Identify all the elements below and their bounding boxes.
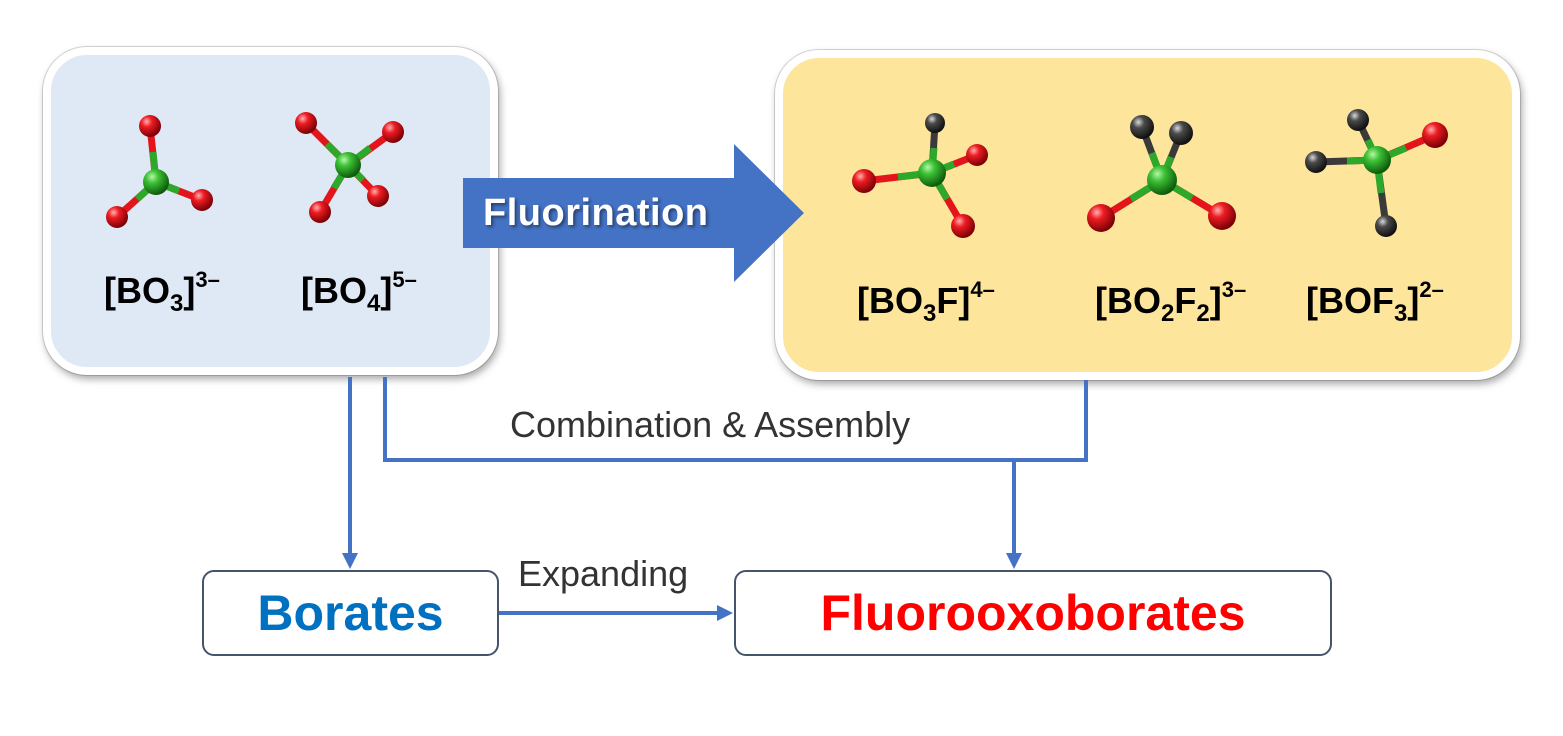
expanding-label: Expanding [518, 553, 689, 594]
boron-atom [1147, 165, 1177, 195]
boron-atom [918, 159, 946, 187]
oxygen-atom [295, 112, 317, 134]
oxygen-atom [1208, 202, 1236, 230]
oxygen-atom [367, 185, 389, 207]
combination-label: Combination & Assembly [510, 404, 911, 445]
expanding-arrowhead [717, 605, 733, 621]
bo4-formula: [BO4]5– [301, 267, 417, 317]
bo2f2-formula: [BO2F2]3– [1095, 277, 1247, 327]
fluorooxoborate-units-panel [775, 50, 1520, 380]
boron-atom [335, 152, 361, 178]
oxygen-atom [309, 201, 331, 223]
oxygen-atom [139, 115, 161, 137]
fluorine-atom [1305, 151, 1327, 173]
fluorine-atom [1375, 215, 1397, 237]
oxygen-atom [852, 169, 876, 193]
oxygen-atom [382, 121, 404, 143]
bo3-formula: [BO3]3– [104, 267, 220, 317]
bo3f-formula: [BO3F]4– [857, 277, 995, 327]
connector-lines [342, 377, 1088, 621]
fluorine-atom [1169, 121, 1193, 145]
borates-box: Borates [202, 570, 499, 656]
bo3f-molecule [852, 113, 988, 238]
oxygen-atom [951, 214, 975, 238]
oxygen-atom [1422, 122, 1448, 148]
fluorine-atom [1130, 115, 1154, 139]
fluorination-label: Fluorination [483, 192, 709, 234]
oxygen-atom [966, 144, 988, 166]
fluorine-atom [925, 113, 945, 133]
fluorine-atom [1347, 109, 1369, 131]
bo3-molecule [106, 115, 213, 228]
borates-arrowhead [342, 553, 358, 569]
fluorooxoborates-box: Fluorooxoborates [734, 570, 1332, 656]
bo4-molecule [295, 112, 404, 223]
boron-atom [143, 169, 169, 195]
bof3-molecule [1305, 109, 1448, 237]
boron-atom [1363, 146, 1391, 174]
oxygen-atom [106, 206, 128, 228]
fluorination-arrow [463, 144, 804, 282]
fluorooxoborates-label: Fluorooxoborates [820, 585, 1246, 641]
bo2f2-molecule [1087, 115, 1236, 232]
borates-label: Borates [257, 585, 444, 641]
combination-bracket [383, 377, 1088, 462]
oxygen-atom [1087, 204, 1115, 232]
fluoro-arrowhead [1006, 553, 1022, 569]
bof3-formula: [BOF3]2– [1306, 277, 1444, 327]
oxygen-atom [191, 189, 213, 211]
